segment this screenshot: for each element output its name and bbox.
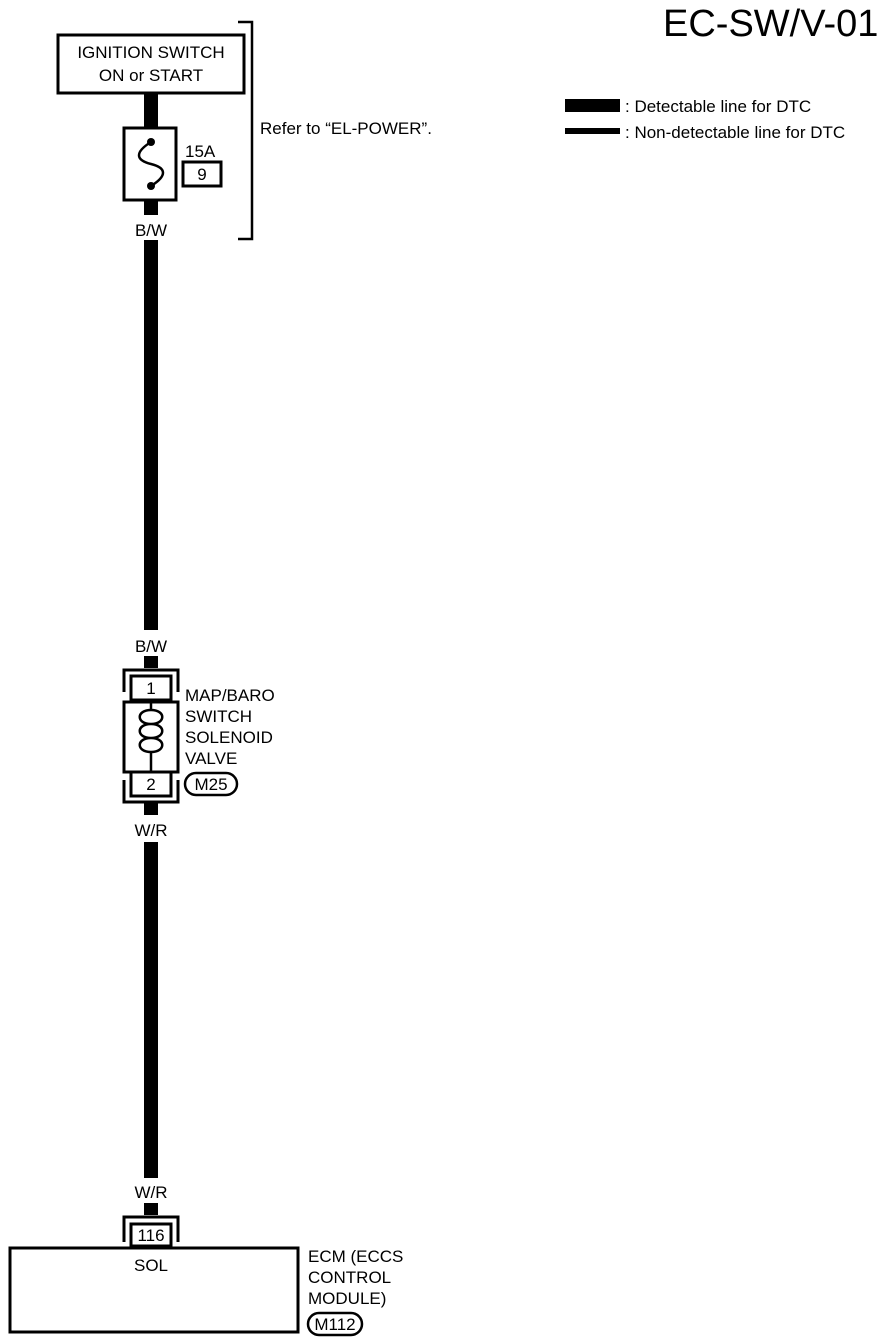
fuse-rating: 15A: [185, 142, 216, 161]
wire-color-bottom-lower: W/R: [134, 1183, 167, 1202]
solenoid-label-line2: SWITCH: [185, 707, 252, 726]
solenoid-label-line3: SOLENOID: [185, 728, 273, 747]
ignition-switch-line2: ON or START: [99, 66, 203, 85]
fuse-number-box: [181, 160, 223, 188]
fuse-element-icon: [137, 140, 165, 188]
ecm-label-line3: MODULE): [308, 1289, 386, 1308]
solenoid-pin2-box: [129, 770, 173, 798]
ecm-label-line1: ECM (ECCS: [308, 1247, 403, 1266]
legend: : Detectable line for DTC : Non-detectab…: [565, 97, 845, 142]
wire-color-top-lower: B/W: [135, 637, 167, 656]
diagram-title: EC-SW/V-01: [663, 3, 878, 45]
solenoid-pin1: 1: [146, 679, 155, 698]
solenoid-valve: 1 2 MAP/BARO SWITCH SOLENOID VALVE M25: [122, 668, 275, 804]
solenoid-label-line1: MAP/BARO: [185, 686, 275, 705]
ecm-terminal-name: SOL: [134, 1256, 168, 1275]
ignition-switch: IGNITION SWITCH ON or START: [56, 33, 246, 95]
solenoid-connector-badge: [183, 771, 239, 797]
legend-non-detectable-label: : Non-detectable line for DTC: [625, 123, 845, 142]
fuse: 15A 9: [122, 126, 223, 202]
ecm-connector-shell: [122, 1215, 180, 1242]
ecm-pin-box: [129, 1222, 173, 1248]
legend-non-detectable-swatch: [565, 128, 620, 134]
solenoid-connector-top-shell: [122, 668, 180, 692]
ecm: 116 SOL ECM (ECCS CONTROL MODULE) M112: [8, 1215, 403, 1337]
wire-color-bottom-upper: W/R: [134, 821, 167, 840]
solenoid-pin2: 2: [146, 775, 155, 794]
ignition-switch-line1: IGNITION SWITCH: [77, 43, 224, 62]
fuse-number: 9: [197, 165, 206, 184]
ecm-label-line2: CONTROL: [308, 1268, 391, 1287]
solenoid-connector-id: M25: [194, 775, 227, 794]
ecm-connector-id: M112: [314, 1315, 355, 1334]
wire-color-top-upper: B/W: [135, 221, 167, 240]
ecm-pin: 116: [137, 1226, 164, 1245]
legend-detectable-swatch: [565, 99, 620, 112]
refer-note: Refer to “EL-POWER”.: [260, 119, 432, 138]
solenoid-pin1-box: [129, 674, 173, 702]
legend-detectable-label: : Detectable line for DTC: [625, 97, 811, 116]
solenoid-label-line4: VALVE: [185, 749, 237, 768]
ecm-box: [8, 1246, 300, 1334]
ignition-switch-box: [56, 33, 246, 95]
refer-bracket: [238, 20, 254, 241]
ecm-connector-badge: [306, 1311, 364, 1337]
